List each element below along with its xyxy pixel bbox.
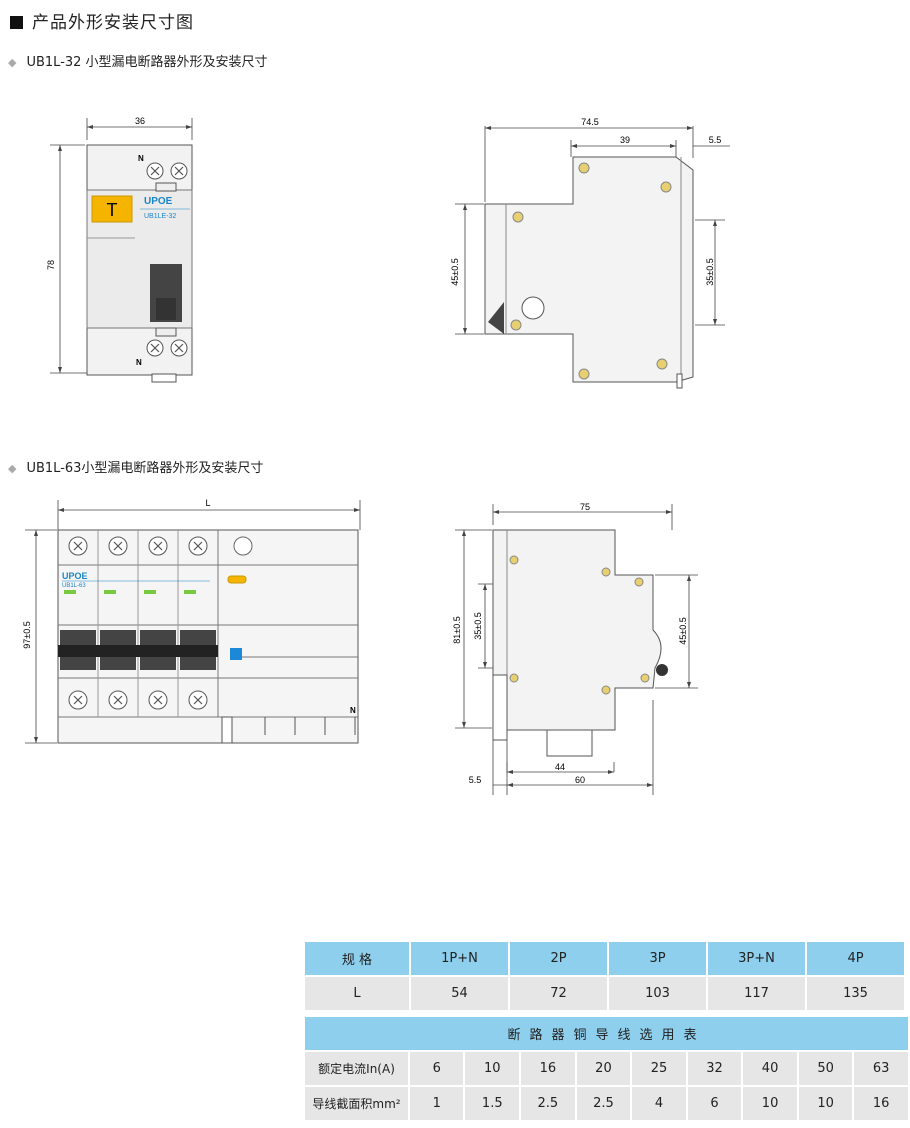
table-cell: 6 (687, 1087, 742, 1120)
table-cell: 2.5 (521, 1087, 575, 1120)
model-label: UB1LE-32 (144, 213, 176, 220)
table-cell: 32 (687, 1052, 742, 1085)
table-cell: 20 (576, 1052, 631, 1085)
height2-dim: 35±0.5 (705, 258, 715, 285)
table-cell: 10 (743, 1087, 797, 1120)
wire-selection-table: 断路器铜导线选用表 额定电流In(A) 6 10 16 20 25 32 40 … (303, 1015, 910, 1122)
table-cell: 6 (410, 1052, 464, 1085)
length-dim: L (205, 498, 210, 508)
spec-header-row: 规 格 1P+N 2P 3P 3P+N 4P (305, 942, 904, 975)
section1-text: UB1L-32 小型漏电断路器外形及安装尺寸 (26, 55, 268, 70)
right-width-dim: 5.5 (709, 135, 722, 145)
section2-title: ◆ UB1L-63小型漏电断路器外形及安装尺寸 (8, 457, 263, 476)
spec-cell: 54 (411, 977, 508, 1010)
table-cell: 50 (798, 1052, 853, 1085)
height-dim: 78 (46, 260, 56, 270)
total-width-dim: 74.5 (581, 117, 599, 127)
table-cell: 63 (854, 1052, 908, 1085)
spec-table: 规 格 1P+N 2P 3P 3P+N 4P L 54 72 103 117 1… (303, 940, 906, 1012)
bottom1-dim: 44 (555, 762, 565, 772)
cross-section-row: 导线截面积mm² 1 1.5 2.5 2.5 4 6 10 10 16 (305, 1087, 908, 1120)
n-bottom-label: N (136, 358, 142, 367)
table-cell: 10 (465, 1052, 520, 1085)
bottom2-dim: 60 (575, 775, 585, 785)
diamond-bullet-icon: ◆ (8, 56, 17, 69)
height2-dim: 35±0.5 (473, 612, 483, 639)
mid-width-dim: 39 (620, 135, 630, 145)
spec-header-cell: 2P (510, 942, 607, 975)
spec-header-cell: 3P+N (708, 942, 805, 975)
spec-value-row: L 54 72 103 117 135 (305, 977, 904, 1010)
table-cell: 10 (798, 1087, 853, 1120)
n-top-label: N (138, 154, 144, 163)
ub1l63-side-drawing: 75 81±0.5 35±0.5 45±0.5 44 60 5.5 (452, 502, 698, 795)
model-label: UB1L-63 (62, 583, 86, 589)
spec-cell: L (305, 977, 409, 1010)
table-cell: 4 (632, 1087, 686, 1120)
wire-title-row: 断路器铜导线选用表 (305, 1017, 908, 1050)
heading-text: 产品外形安装尺寸图 (32, 13, 194, 33)
table-cell: 16 (521, 1052, 575, 1085)
diamond-bullet-icon: ◆ (8, 462, 17, 475)
height1-dim: 45±0.5 (450, 258, 460, 285)
height-dim: 97±0.5 (22, 621, 32, 648)
row-label: 额定电流In(A) (305, 1052, 409, 1085)
square-bullet-icon (10, 16, 23, 29)
ub1l63-front-drawing: L 97±0.5 UPOE UB1L-63 N (22, 498, 361, 744)
wire-table-title: 断路器铜导线选用表 (305, 1017, 908, 1050)
table-cell: 2.5 (576, 1087, 631, 1120)
spec-header-cell: 4P (807, 942, 904, 975)
current-row: 额定电流In(A) 6 10 16 20 25 32 40 50 63 (305, 1052, 908, 1085)
brand-logo: UPOE (62, 571, 88, 581)
spec-cell: 103 (609, 977, 706, 1010)
spec-cell: 72 (510, 977, 607, 1010)
spec-cell: 117 (708, 977, 805, 1010)
table-cell: 1 (410, 1087, 464, 1120)
section2-text: UB1L-63小型漏电断路器外形及安装尺寸 (26, 461, 264, 476)
table-cell: 16 (854, 1087, 908, 1120)
top-width-dim: 75 (580, 502, 590, 512)
spec-cell: 135 (807, 977, 904, 1010)
brand-logo: UPOE (144, 196, 173, 207)
table-cell: 1.5 (465, 1087, 520, 1120)
ub1l32-front-drawing: 36 78 T UPOE UB1LE-32 N N (46, 116, 193, 383)
t-test-label: T (107, 200, 118, 220)
spec-header-cell: 规 格 (305, 942, 409, 975)
spec-header-cell: 3P (609, 942, 706, 975)
height3-dim: 45±0.5 (678, 617, 688, 644)
table-cell: 40 (743, 1052, 797, 1085)
height1-dim: 81±0.5 (452, 616, 462, 643)
section1-title: ◆ UB1L-32 小型漏电断路器外形及安装尺寸 (8, 51, 268, 70)
row-label: 导线截面积mm² (305, 1087, 409, 1120)
spec-header-cell: 1P+N (411, 942, 508, 975)
bottom3-dim: 5.5 (469, 775, 482, 785)
page-heading: 产品外形安装尺寸图 (10, 8, 194, 33)
table-cell: 25 (632, 1052, 686, 1085)
n-label: N (350, 706, 356, 715)
ub1l32-side-drawing: 74.5 39 5.5 45±0.5 35±0.5 (450, 117, 730, 389)
width-dim: 36 (135, 116, 145, 126)
